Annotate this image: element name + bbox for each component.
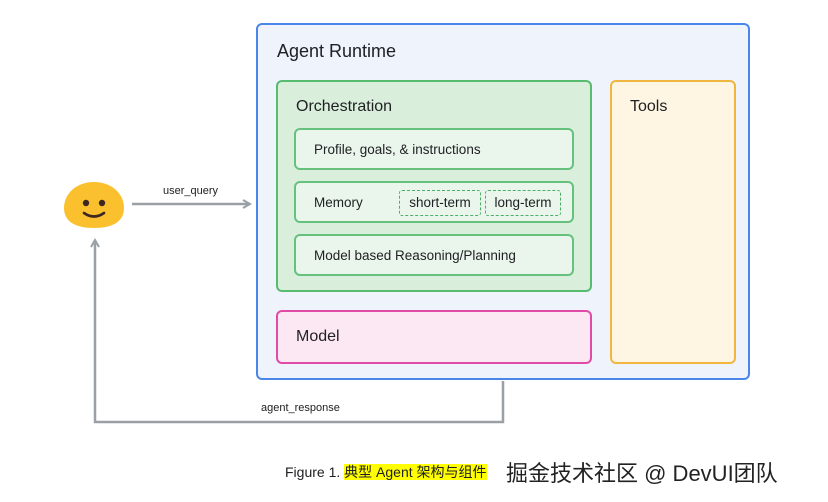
short-term-memory-tag: short-term [399,190,481,216]
profile-goals-label: Profile, goals, & instructions [314,142,481,157]
agent-runtime-title: Agent Runtime [277,41,397,61]
caption-prefix: Figure 1. [285,464,345,480]
smiley-face-icon [64,182,124,228]
model-box: Model [276,310,592,364]
model-title: Model [296,328,340,345]
orchestration-box: Orchestration Profile, goals, & instruct… [276,80,592,292]
caption-highlight: 典型 Agent 架构与组件 [344,464,487,480]
profile-goals-box: Profile, goals, & instructions [294,128,574,170]
reasoning-planning-box: Model based Reasoning/Planning [294,234,574,276]
agent-response-label: agent_response [261,402,340,414]
reasoning-planning-label: Model based Reasoning/Planning [314,248,516,263]
memory-label: Memory [314,195,363,210]
tools-box: Tools [610,80,736,364]
memory-box: Memory short-term long-term [294,181,574,223]
watermark-text: 掘金技术社区 @ DevUI团队 [506,461,778,486]
user-query-label: user_query [163,185,219,197]
long-term-memory-tag: long-term [485,190,561,216]
agent-runtime-box: Agent Runtime Orchestration Profile, goa… [256,23,750,380]
agent-response-path [95,240,505,424]
figure-caption: Figure 1. 典型 Agent 架构与组件 [285,462,487,482]
orchestration-title: Orchestration [296,98,393,115]
tools-title: Tools [630,98,668,115]
